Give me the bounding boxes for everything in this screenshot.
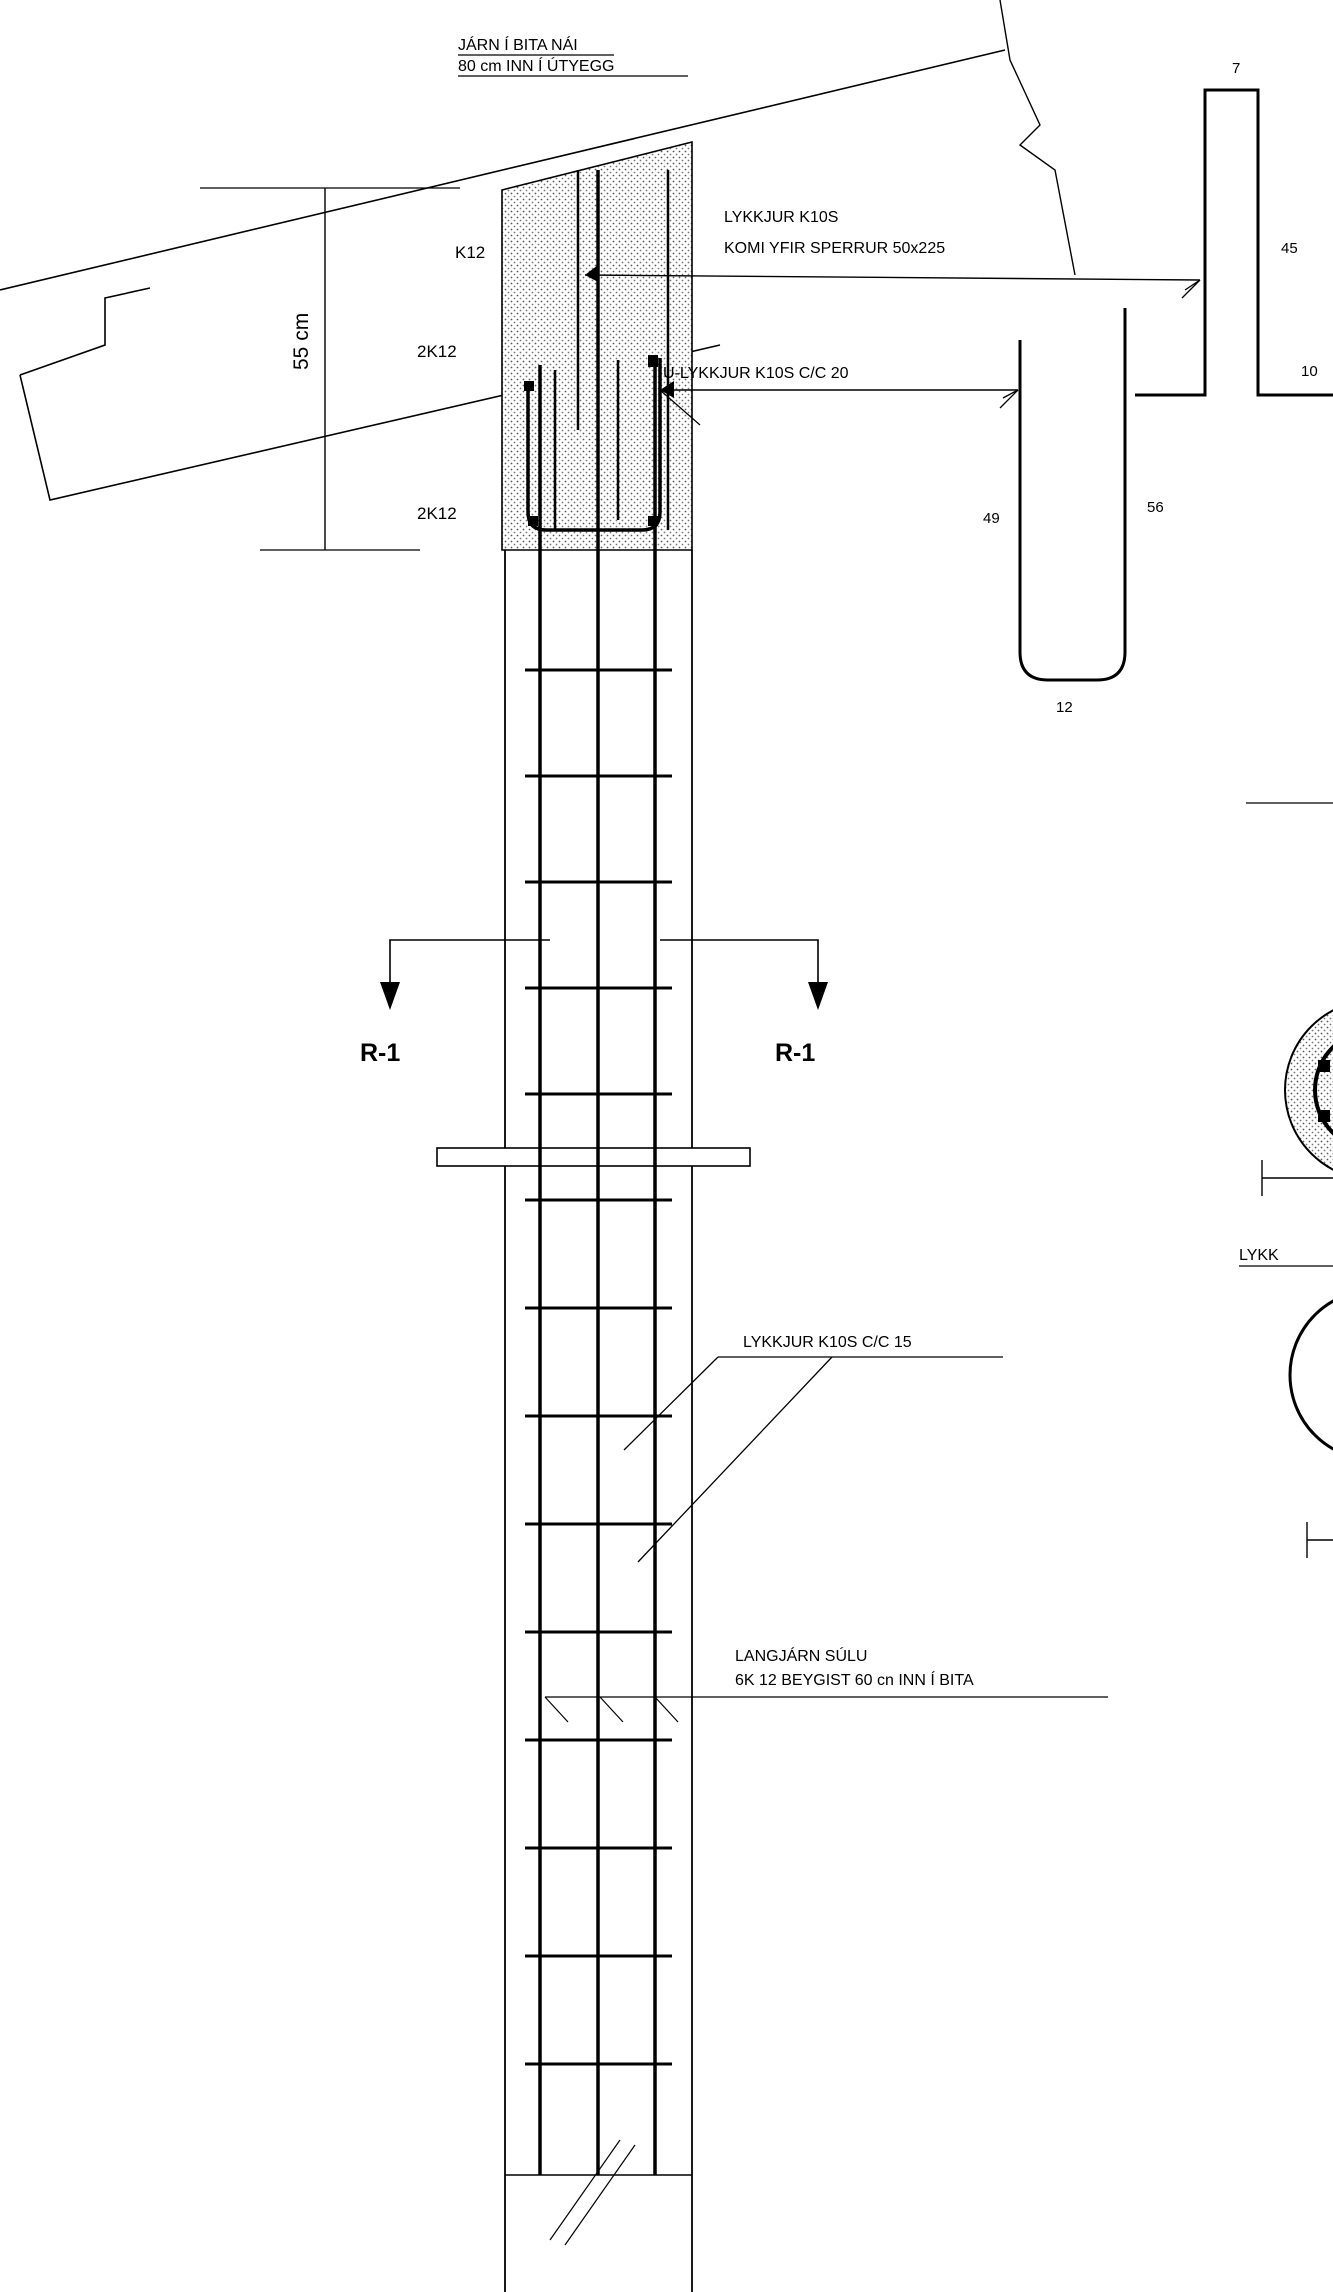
rebar-dot: [524, 381, 534, 391]
long-bar-note-line2: 6K 12 BEYGIST 60 cn INN Í BITA: [735, 1670, 974, 1689]
bar-label-bottom: 2K12: [417, 504, 457, 523]
section-label-left: R-1: [360, 1039, 400, 1067]
beam-note-line2: 80 cm INN Í ÚTYEGG: [458, 56, 614, 75]
stirrup-note-line2: KOMI YFIR SPERRUR 50x225: [724, 240, 945, 257]
section-detail-partial: SNIÐ LYKK: [1239, 775, 1333, 1558]
height-dimension: 55 cm: [260, 188, 420, 551]
column-longitudinal-bars: [538, 170, 657, 2175]
stirrup-detail-partial: LYKK: [1239, 1247, 1279, 1264]
rebar-dot: [648, 516, 658, 526]
u-dim-right: 56: [1147, 499, 1164, 516]
hook-dim-top: 7: [1232, 60, 1240, 77]
rebar-dot: [1318, 1110, 1330, 1122]
hook-bar-shape: 7 45 10: [1135, 60, 1333, 397]
rebar-dot: [648, 355, 658, 367]
beam-labels: JÁRN Í BITA NÁI 80 cm INN Í ÚTYEGG K12 2…: [417, 35, 688, 523]
bar-label-top: K12: [455, 243, 485, 262]
column-stirrup-note: LYKKJUR K10S C/C 15: [623, 1334, 1003, 1563]
beam-bars: [524, 170, 670, 532]
column-stirrups: [525, 668, 672, 2066]
u-stirrup-note: U-LYKKJUR K10S C/C 20: [663, 365, 849, 382]
section-markers: R-1 R-1: [360, 939, 828, 1067]
column-stirrup-note-text: LYKKJUR K10S C/C 15: [743, 1334, 912, 1351]
section-label-right: R-1: [775, 1039, 815, 1067]
bar-label-mid: 2K12: [417, 342, 457, 361]
column-outline: [436, 550, 751, 2292]
hook-dim-foot: 10: [1301, 363, 1318, 380]
beam-note-line1: JÁRN Í BITA NÁI: [458, 35, 578, 54]
section-title-partial: SNIÐ: [1246, 775, 1306, 803]
height-dimension-label: 55 cm: [290, 313, 313, 370]
stirrup-note-line1: LYKKJUR K10S: [724, 209, 838, 226]
rebar-dot: [528, 516, 538, 526]
long-bar-note: LANGJÁRN SÚLU 6K 12 BEYGIST 60 cn INN Í …: [544, 1646, 1108, 1723]
hook-dim-leg: 45: [1281, 240, 1298, 257]
u-dim-left: 49: [983, 510, 1000, 527]
rebar-dot: [1318, 1060, 1330, 1072]
u-stirrup-shape: 49 56 12: [983, 308, 1164, 716]
stirrup-notes: LYKKJUR K10S KOMI YFIR SPERRUR 50x225 U-…: [584, 209, 1201, 426]
roof-rafter: [0, 0, 1076, 501]
long-bar-note-line1: LANGJÁRN SÚLU: [735, 1646, 867, 1665]
u-dim-bottom: 12: [1056, 699, 1073, 716]
